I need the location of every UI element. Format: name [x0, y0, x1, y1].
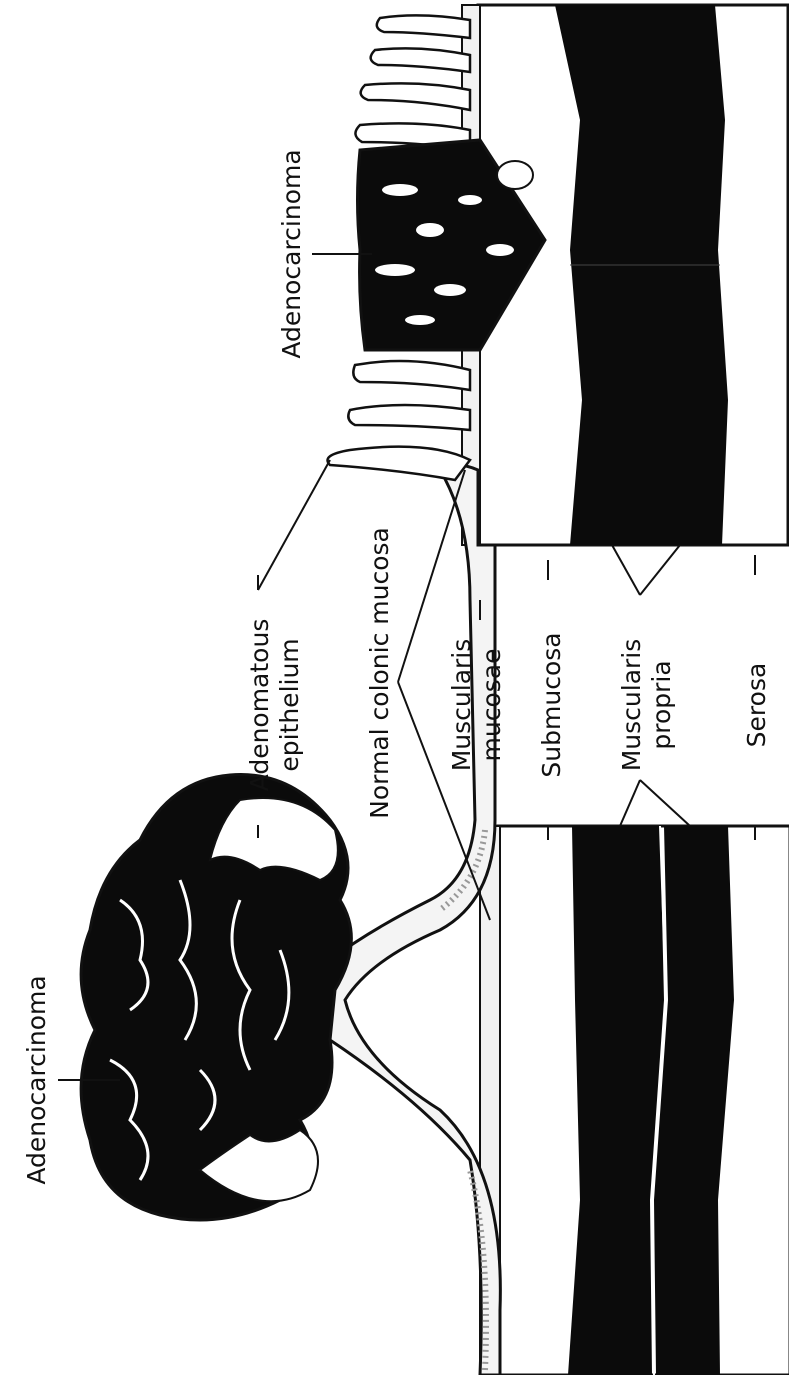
label-adenomatous-epithelium: Adenomatous epithelium	[245, 619, 304, 792]
colon-wall-left-block	[480, 826, 789, 1375]
svg-text:Serosa: Serosa	[742, 663, 771, 748]
muscularis-propria-right	[555, 5, 728, 545]
svg-text:Adenomatous: Adenomatous	[245, 619, 274, 792]
svg-text:mucosae: mucosae	[477, 649, 506, 762]
label-muscularis-propria: Muscularis propria	[617, 639, 676, 772]
label-adenocarcinoma-polyp: Adenocarcinoma	[22, 975, 51, 1184]
pedunculated-polyp	[81, 775, 351, 1220]
svg-text:Muscularis: Muscularis	[617, 639, 646, 772]
svg-text:Adenocarcinoma: Adenocarcinoma	[22, 975, 51, 1184]
svg-text:propria: propria	[647, 660, 676, 749]
svg-text:epithelium: epithelium	[275, 638, 304, 771]
label-normal-colonic-mucosa: Normal colonic mucosa	[365, 527, 394, 819]
svg-text:Normal colonic mucosa: Normal colonic mucosa	[365, 527, 394, 819]
label-serosa: Serosa	[742, 663, 771, 748]
svg-text:Muscularis: Muscularis	[447, 639, 476, 772]
svg-text:Adenocarcinoma: Adenocarcinoma	[277, 149, 306, 358]
label-adenocarcinoma-sessile: Adenocarcinoma	[277, 149, 306, 358]
muscularis-propria-inner-left	[568, 826, 664, 1375]
label-muscularis-mucosae: Muscularis mucosae	[447, 639, 506, 772]
label-submucosa: Submucosa	[537, 632, 566, 777]
svg-text:Submucosa: Submucosa	[537, 632, 566, 777]
